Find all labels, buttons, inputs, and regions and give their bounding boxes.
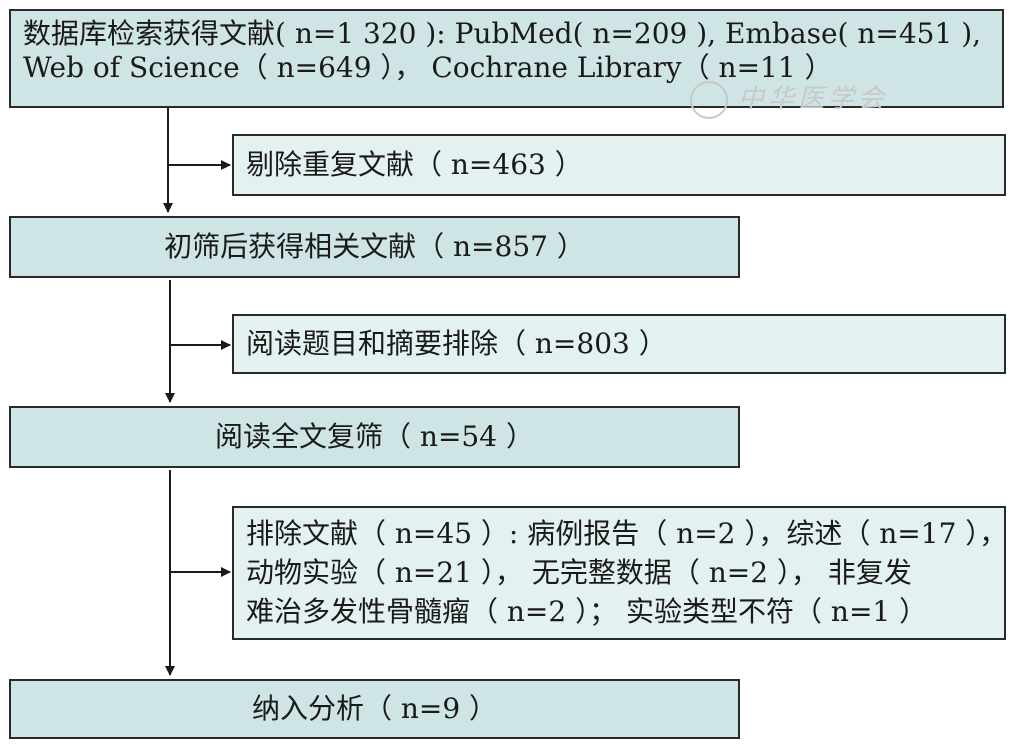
dedup-text: 剔除重复文献（ n=463 ） (246, 148, 583, 181)
seal-icon (690, 81, 728, 119)
box-fulltext-screening: 阅读全文复筛（ n=54 ） (9, 406, 740, 468)
box-database-search: 数据库检索获得文献( n=1 320 ): PubMed( n=209 ), E… (9, 9, 1004, 108)
box-initial-screening: 初筛后获得相关文献（ n=857 ） (9, 216, 740, 278)
box-remove-duplicates: 剔除重复文献（ n=463 ） (232, 134, 1006, 196)
box-included-analysis: 纳入分析（ n=9 ） (9, 679, 740, 739)
box-exclude-title-abstract: 阅读题目和摘要排除（ n=803 ） (232, 314, 1006, 374)
exclude-abstract-text: 阅读题目和摘要排除（ n=803 ） (246, 327, 667, 360)
exclude-fulltext-line-2: 动物实验（ n=21 ）， 无完整数据（ n=2 ）， 非复发 (246, 556, 912, 589)
search-line-1: 数据库检索获得文献( n=1 320 ): PubMed( n=209 ), E… (23, 17, 982, 50)
watermark-text: 中华医学会 (738, 84, 889, 114)
initial-text: 初筛后获得相关文献（ n=857 ） (164, 230, 585, 263)
watermark: 中华医学会 (690, 78, 888, 119)
fulltext-text: 阅读全文复筛（ n=54 ） (215, 420, 534, 453)
exclude-fulltext-line-1: 排除文献（ n=45 ）: 病例报告（ n=2 ），综述（ n=17 ）， (246, 517, 1008, 550)
search-line-2: Web of Science（ n=649 ）， Cochrane Librar… (23, 51, 833, 84)
exclude-fulltext-line-3: 难治多发性骨髓瘤（ n=2 ）； 实验类型不符（ n=1 ） (246, 595, 928, 628)
box-exclude-fulltext: 排除文献（ n=45 ）: 病例报告（ n=2 ），综述（ n=17 ）， 动物… (232, 506, 1008, 640)
included-text: 纳入分析（ n=9 ） (251, 692, 498, 725)
